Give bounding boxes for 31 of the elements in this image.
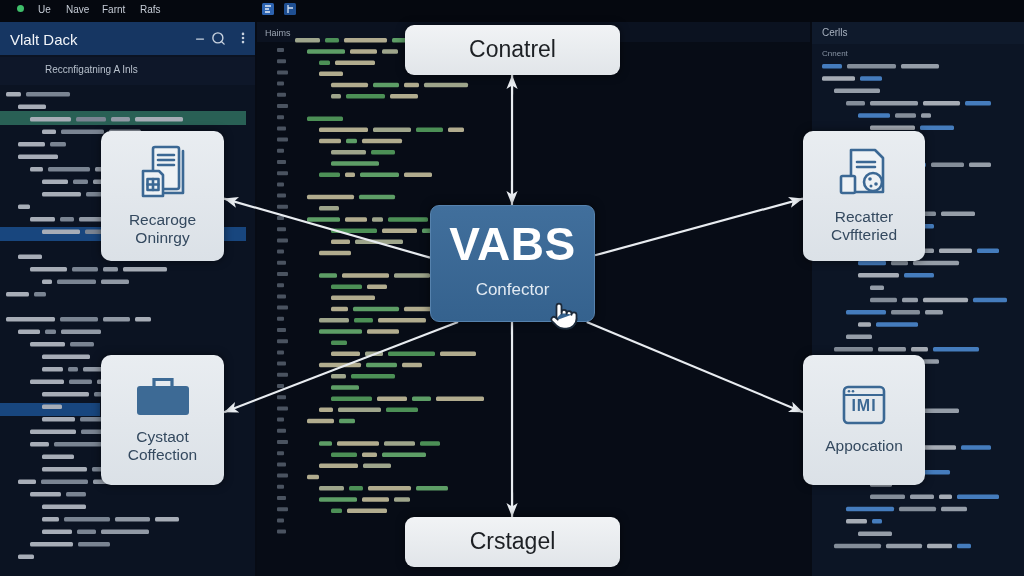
node-label: Recaroge Oninrgy — [127, 210, 198, 248]
arrow — [223, 320, 459, 414]
rounded-box — [405, 517, 620, 567]
icon-card — [803, 355, 925, 485]
icon-card — [101, 131, 224, 261]
node-title: VABS — [449, 221, 576, 268]
menu-text: Nave — [66, 4, 90, 16]
node-label: Appocation — [825, 436, 903, 456]
node-subtitle: Confector — [475, 281, 550, 300]
node-label: Crstagel — [469, 529, 556, 555]
panel-title: Vlalt Dack — [10, 31, 78, 49]
double-arrow — [506, 75, 518, 205]
icon-label: IMI — [850, 397, 878, 414]
icon-card — [101, 355, 224, 485]
panel-title: Cerlls — [822, 27, 848, 39]
arrow — [506, 322, 518, 517]
menu-text: Farnt — [102, 4, 126, 16]
node-label: Recatter Cvffteried — [829, 207, 899, 245]
arrow — [223, 197, 431, 259]
icon-card — [803, 131, 925, 261]
rounded-box — [405, 25, 620, 75]
arrow — [586, 321, 804, 414]
node-label: Conatrel — [469, 37, 556, 63]
tree-text: Cnnent — [822, 49, 848, 59]
node-label: Cystaot Coffection — [126, 427, 199, 465]
tab-title: Reccnfigatning A Inls — [45, 64, 138, 76]
central-box — [430, 205, 595, 322]
tab-title: Haims — [265, 28, 291, 39]
menu-text: Ue — [38, 4, 51, 16]
arrow — [594, 196, 804, 257]
menu-text: Rafs — [140, 4, 161, 16]
